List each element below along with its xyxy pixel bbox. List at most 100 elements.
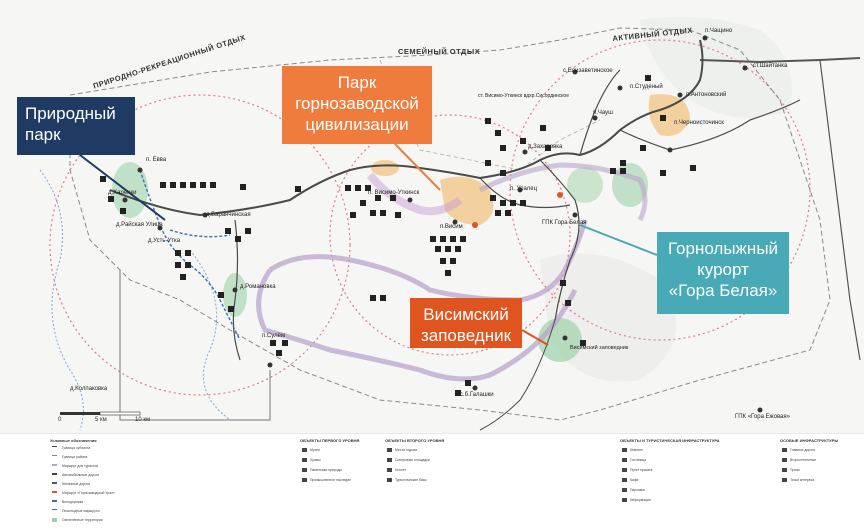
legend-item: Музеи bbox=[310, 448, 320, 452]
callout-line: горнозаводской bbox=[295, 94, 419, 113]
legend-item: Точки интереса bbox=[790, 478, 815, 482]
green-zone bbox=[112, 162, 148, 218]
place-label: п. Уралец bbox=[510, 186, 538, 192]
scale-label-ten: 10 км bbox=[135, 417, 151, 423]
legend-item: Храмы bbox=[310, 458, 321, 462]
legend-item: Смотровые площадки bbox=[395, 458, 430, 462]
legend-item: Туристические базы bbox=[395, 478, 427, 482]
place-label: д.Райская Улица bbox=[116, 222, 163, 228]
pointer-visim bbox=[521, 329, 549, 346]
pointer-ski bbox=[579, 224, 658, 256]
legend-swatch bbox=[52, 473, 57, 475]
legend-item: Главные дороги bbox=[790, 448, 816, 452]
legend-item: Кемпинг bbox=[630, 448, 644, 452]
pointer-gornozavodskoy bbox=[394, 143, 441, 191]
callout-visim-reserve: Висимский заповедник bbox=[410, 298, 522, 348]
legend-item: Автомобильные дороги bbox=[62, 473, 100, 477]
legend-swatch bbox=[387, 468, 392, 472]
place-label: ГПК Гора Белая bbox=[542, 220, 587, 226]
zone-circle-nature bbox=[49, 94, 351, 396]
road bbox=[539, 159, 580, 321]
legend-item: Маршрут «Горнозаводской Урал» bbox=[62, 491, 115, 495]
zone-circle-active bbox=[509, 39, 811, 341]
settlement-markers bbox=[122, 35, 763, 413]
legend-item: Маршрут для туристов bbox=[62, 464, 99, 468]
legend-swatch bbox=[622, 458, 627, 462]
legend-swatch bbox=[387, 448, 392, 452]
place-label: с.б.Галашки bbox=[460, 392, 494, 398]
callout-line: Горнолыжный bbox=[667, 239, 779, 258]
place-label: д.Колпаковка bbox=[70, 386, 108, 392]
legend-swatch bbox=[782, 458, 787, 462]
place-label: д.Захаровка bbox=[528, 144, 563, 150]
boundary-line bbox=[119, 270, 271, 421]
pointer-natural-park bbox=[79, 154, 166, 221]
poi-icon-cluster bbox=[100, 75, 696, 396]
legend-item: Железные дороги bbox=[62, 482, 91, 486]
legend-item: Парковка bbox=[630, 488, 645, 492]
scale-label-zero: 0 bbox=[58, 417, 62, 423]
place-label: п.Антоновский bbox=[686, 92, 727, 98]
legend-swatch bbox=[302, 458, 307, 462]
orange-zone bbox=[371, 160, 399, 176]
place-label: д.Харенки bbox=[108, 190, 137, 196]
legend-item: Граница района bbox=[62, 455, 88, 459]
callout-ski-resort: Горнолыжный курорт «Гора Белая» bbox=[657, 232, 789, 314]
callout-gornozavodskoy: Парк горнозаводской цивилизации bbox=[282, 66, 432, 144]
callout-line: Парк bbox=[337, 73, 377, 92]
legend-swatch bbox=[52, 455, 57, 456]
scale-bar bbox=[60, 411, 141, 416]
place-label: д.Усть-Утка bbox=[148, 238, 181, 244]
callout-line: цивилизации bbox=[305, 115, 409, 134]
railway-line bbox=[699, 57, 861, 64]
callout-line: заповедник bbox=[420, 326, 512, 345]
legend-item: Промышленное наследие bbox=[310, 478, 352, 482]
road bbox=[579, 69, 621, 156]
place-label: п. Висимо-Уткинск bbox=[368, 190, 420, 196]
green-zone bbox=[567, 167, 603, 203]
legend-col3-head: ОБЪЕКТЫ ВТОРОГО УРОВНЯ bbox=[385, 438, 445, 443]
place-label: п.Студеный bbox=[630, 84, 663, 90]
place-label: д.Баранчинская bbox=[206, 212, 251, 218]
zone-label-family: СЕМЕЙНЫЙ ОТДЫХ bbox=[398, 47, 481, 56]
legend-item: Места отдыха bbox=[395, 448, 417, 452]
legend-swatch bbox=[622, 488, 627, 492]
callout-line: парк bbox=[25, 125, 61, 144]
place-label: п.Чауш bbox=[593, 110, 613, 116]
place-label: Висимский заповедник bbox=[570, 345, 629, 351]
legend-item: Ночлег bbox=[395, 468, 407, 472]
place-label: п.Чащино bbox=[705, 28, 733, 34]
tourist-route bbox=[268, 219, 588, 303]
place-label: д.Романовка bbox=[240, 284, 276, 290]
legend-swatch bbox=[782, 478, 787, 482]
zone-circle-family bbox=[329, 114, 571, 356]
green-zone-visim bbox=[538, 318, 582, 362]
legend-swatch bbox=[52, 482, 57, 484]
place-label: п. Евва bbox=[146, 157, 167, 163]
legend-swatch bbox=[52, 509, 57, 510]
scale-label-five: 5 км bbox=[95, 417, 107, 423]
legend-swatch bbox=[302, 468, 307, 472]
legend-item: Информация bbox=[630, 498, 651, 502]
place-label: ст.Шайтанка bbox=[753, 63, 788, 69]
legend-item: Тропы bbox=[790, 468, 800, 472]
legend-item: Пешеходные маршруты bbox=[62, 509, 100, 513]
legend-item: Кафе bbox=[630, 478, 639, 482]
place-label: с.Елизаветинское bbox=[563, 68, 613, 74]
orange-zone bbox=[648, 94, 690, 136]
tourist-route bbox=[366, 172, 463, 216]
legend-swatch bbox=[387, 478, 392, 482]
blue-trail bbox=[139, 169, 241, 341]
legend-swatch bbox=[622, 468, 627, 472]
legend-item: Гостиница bbox=[630, 458, 647, 462]
legend-swatch bbox=[387, 458, 392, 462]
callout-line: Висимский bbox=[423, 305, 509, 324]
legend-swatch bbox=[782, 448, 787, 452]
callout-line: курорт bbox=[697, 260, 749, 279]
map-legend: Условные обозначения Граница субъекта Гр… bbox=[0, 434, 864, 532]
main-road bbox=[109, 39, 704, 217]
place-label: п.Висим bbox=[440, 224, 463, 230]
legend-col2-head: ОБЪЕКТЫ ПЕРВОГО УРОВНЯ bbox=[300, 438, 360, 443]
